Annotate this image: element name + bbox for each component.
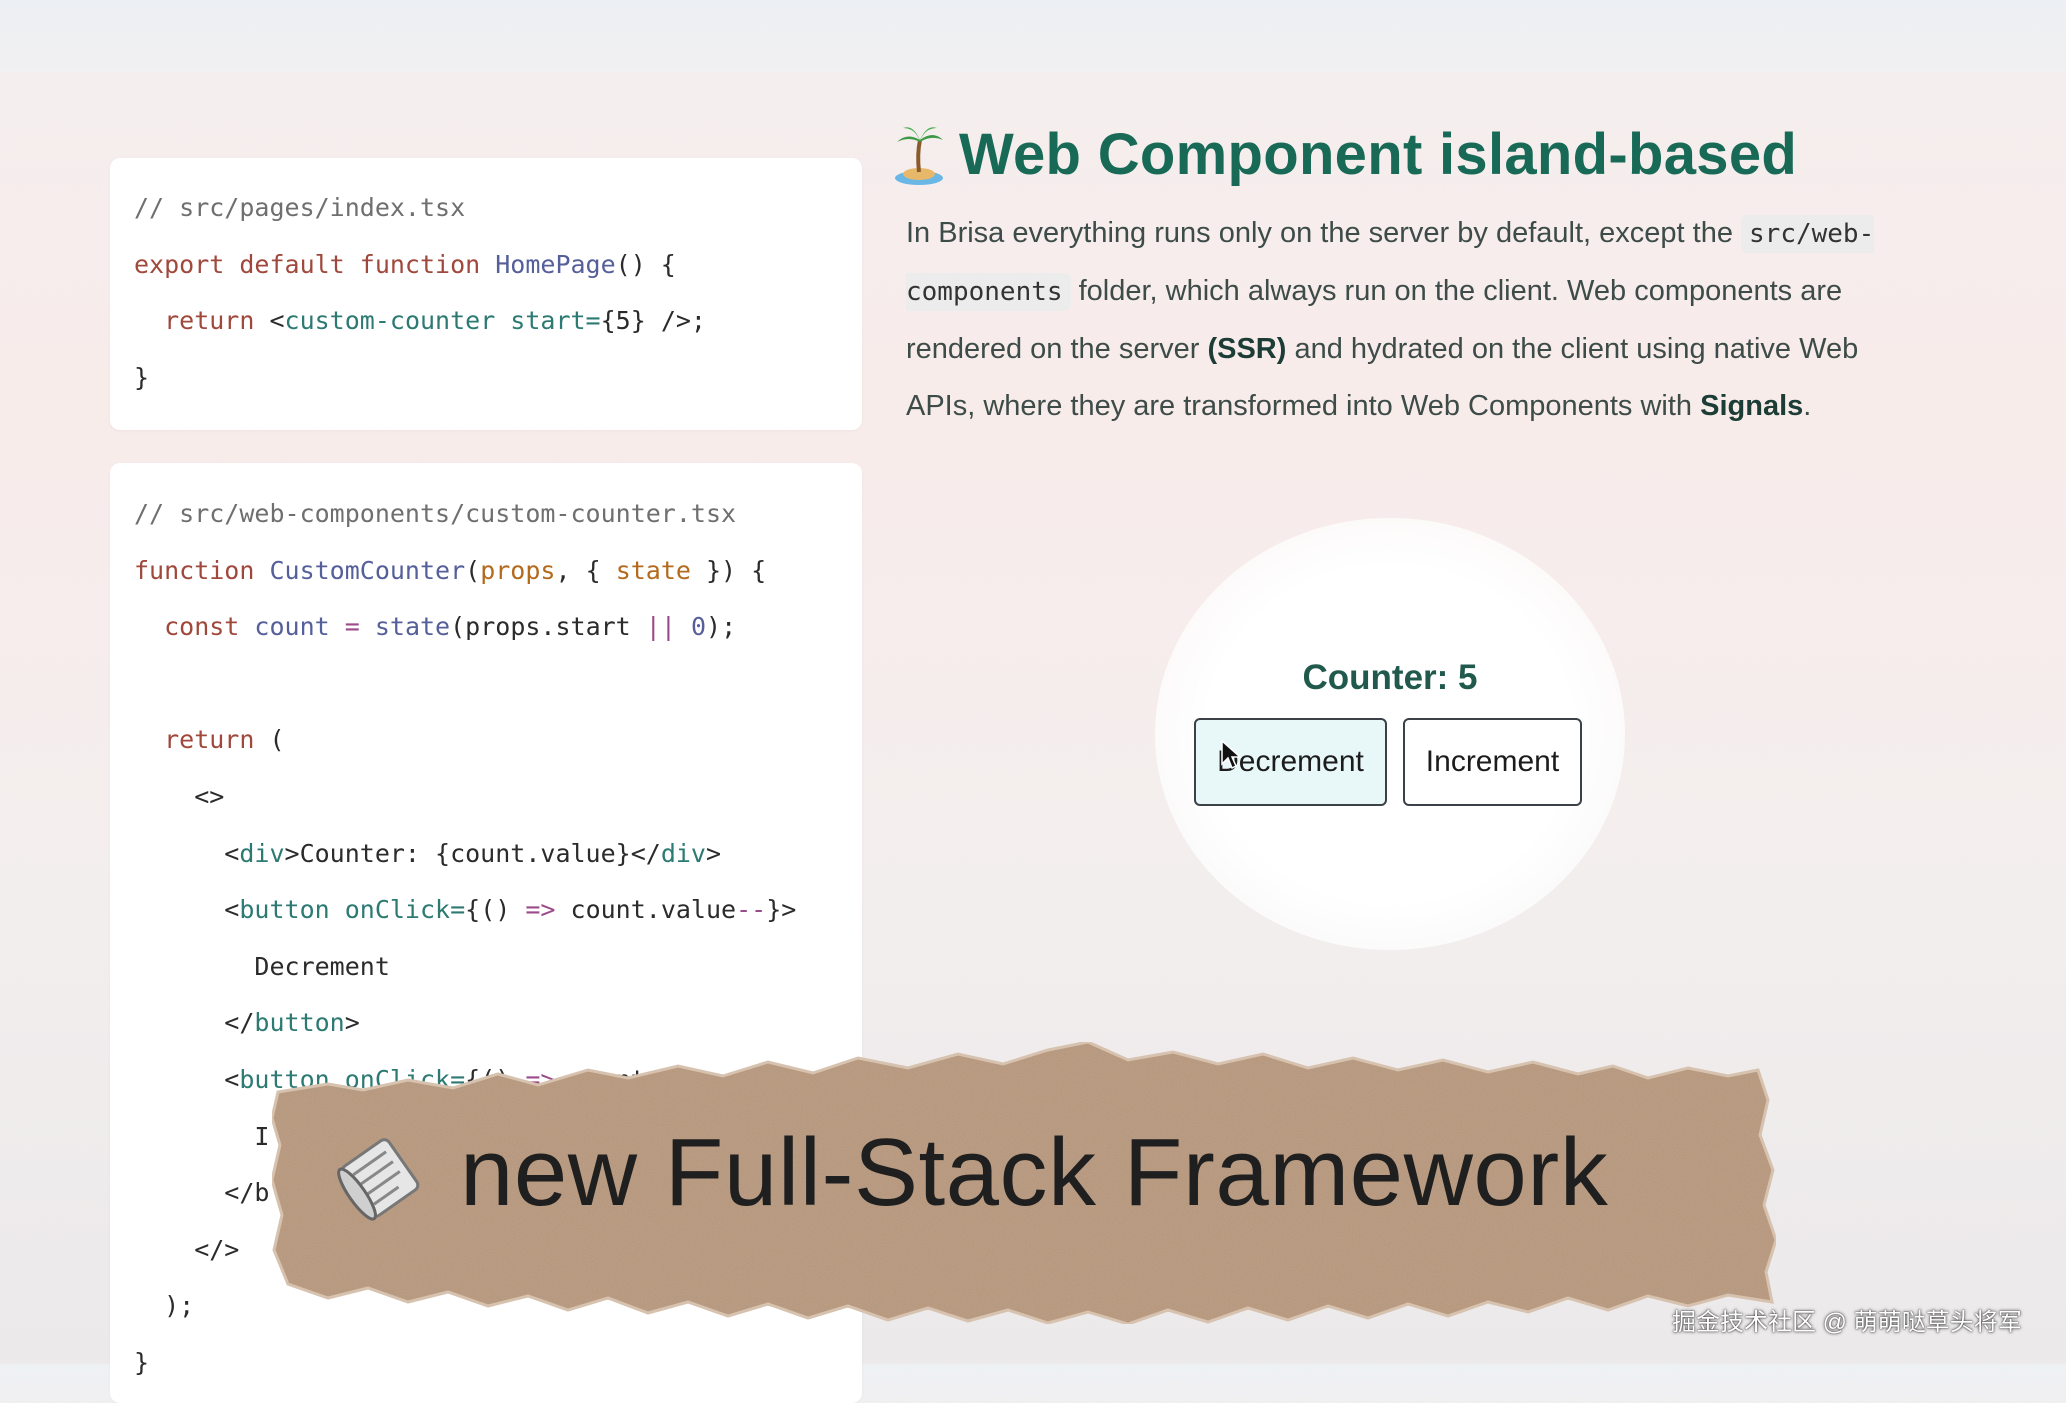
section-heading: Web Component island-based <box>893 118 1797 190</box>
code-token: CustomCounter <box>269 555 466 585</box>
code-token: <> <box>134 782 225 811</box>
top-bar <box>0 0 2066 72</box>
code-token: HomePage <box>495 249 616 279</box>
code-token: (props.start <box>450 612 646 642</box>
code-token: // src/web-components/custom-counter.tsx <box>134 499 737 528</box>
code-line: } <box>134 363 149 393</box>
code-token: </> <box>134 1234 240 1264</box>
section-title: Web Component island-based <box>959 121 1798 187</box>
code-token: < <box>269 306 285 335</box>
code-token: Decrement <box>134 951 390 981</box>
island-icon <box>893 122 945 186</box>
code-line: } <box>134 1348 149 1378</box>
code-token: return <box>134 306 270 335</box>
code-token: -- <box>736 895 767 925</box>
code-token: state <box>374 612 451 642</box>
code-token: const <box>134 612 255 642</box>
code-line: </b <box>134 1178 269 1208</box>
code-token: {5} />; <box>600 306 706 335</box>
code-token: function <box>134 555 270 585</box>
desc-text: and hydrated on the client using native … <box>906 333 1859 422</box>
code-line: </button> <box>134 1008 360 1038</box>
desc-text: . <box>1803 390 1812 422</box>
desc-text: In Brisa everything runs only on the ser… <box>906 217 1742 249</box>
code-token: button <box>239 895 330 925</box>
code-line: ); <box>134 1291 194 1321</box>
code-token: 0 <box>690 612 707 642</box>
increment-button[interactable]: Increment <box>1403 718 1582 806</box>
code-token: < <box>134 1065 240 1094</box>
code-token: button <box>254 1008 345 1038</box>
code-token: custom-counter <box>284 306 496 335</box>
code-token: ); <box>134 1291 195 1321</box>
code-line: Decrement <box>134 951 390 982</box>
code-token: < <box>134 895 240 925</box>
code-token: export default function <box>134 249 496 279</box>
code-token: // src/pages/index.tsx <box>134 193 466 222</box>
torn-paper-banner <box>270 1040 1778 1325</box>
code-token: } <box>134 1348 150 1377</box>
code-token: </b <box>134 1178 270 1208</box>
code-token: props <box>480 555 556 585</box>
newspaper-scroll-icon <box>337 1138 420 1221</box>
code-line: return ( <box>134 725 285 755</box>
code-line: I <box>134 1122 269 1152</box>
banner-title: new Full-Stack Framework <box>460 1119 1609 1226</box>
code-token: onClick= <box>329 895 466 925</box>
code-token: ( <box>269 725 285 755</box>
code-token: count.value <box>555 895 737 925</box>
code-token: || <box>645 612 676 642</box>
watermark: 掘金技术社区 @ 萌萌哒草头将军 <box>1672 1309 2022 1336</box>
code-line: <button onClick={() => count.value--}> <box>134 895 796 925</box>
code-token: >Counter: {count.value}</ <box>284 838 661 868</box>
counter-label: Counter: 5 <box>1302 658 1478 697</box>
desc-bold-signals: Signals <box>1700 390 1804 422</box>
code-line: <div>Counter: {count.value}</div> <box>134 839 721 869</box>
code-token: count <box>254 612 330 642</box>
code-line: </> <box>134 1235 239 1265</box>
code-line: // src/web-components/custom-counter.tsx <box>134 499 736 529</box>
code-token: = <box>329 612 375 642</box>
code-token: , { <box>555 555 616 585</box>
code-token: } <box>134 362 150 392</box>
code-line: export default function HomePage() { <box>134 250 676 280</box>
code-line: const count = state(props.start || 0); <box>134 612 736 642</box>
code-token: div <box>239 838 285 868</box>
mouse-cursor-icon <box>1221 740 1242 770</box>
code-token: > <box>705 838 722 868</box>
code-token: => <box>525 895 556 925</box>
code-token: }) { <box>690 555 767 585</box>
section-description: In Brisa everything runs only on the ser… <box>906 205 1906 435</box>
code-block-index: // src/pages/index.tsx export default fun… <box>110 158 862 430</box>
code-token: </ <box>134 1008 255 1038</box>
code-token: state <box>615 555 691 585</box>
code-token: {() <box>465 895 526 925</box>
code-token: ( <box>465 555 481 585</box>
desc-text: folder, which always run on the client. … <box>906 275 1843 365</box>
code-line: // src/pages/index.tsx <box>134 193 465 223</box>
code-line: return <custom-counter start={5} />; <box>134 306 706 336</box>
code-line: function CustomCounter(props, { state })… <box>134 556 766 586</box>
code-token: }> <box>766 895 797 925</box>
code-token: start= <box>495 306 601 335</box>
code-token: return <box>134 725 270 755</box>
code-token: > <box>344 1008 360 1038</box>
code-token: ); <box>706 612 737 642</box>
decrement-button[interactable]: Decrement <box>1194 718 1387 806</box>
code-token: < <box>134 838 240 868</box>
code-token: div <box>660 838 706 868</box>
desc-bold-ssr: (SSR) <box>1207 333 1287 365</box>
code-token: I <box>134 1121 270 1151</box>
code-line: <> <box>134 782 224 812</box>
code-token <box>676 612 691 641</box>
code-token: () { <box>615 249 676 279</box>
